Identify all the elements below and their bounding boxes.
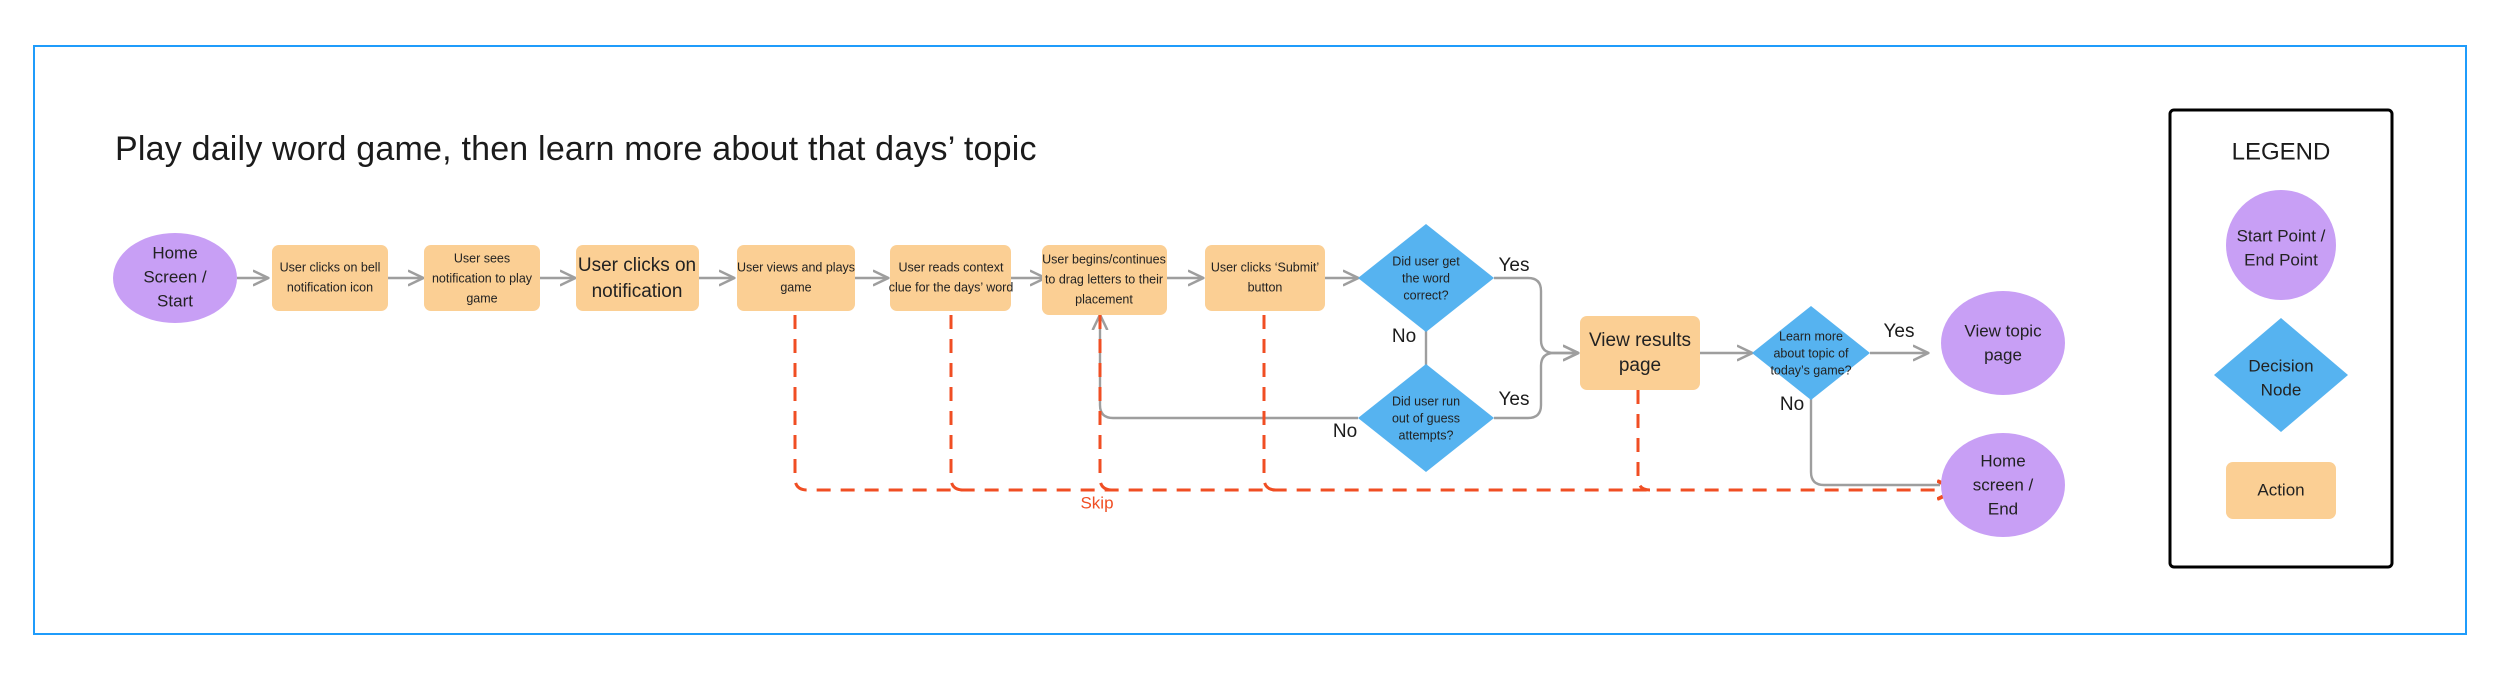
node-label-line: User views and plays [737, 260, 855, 274]
legend-terminator-swatch [2226, 190, 2336, 300]
legend-item-label-line: Node [2261, 380, 2302, 399]
legend-item-start-end-point: Start Point / End Point [2226, 190, 2336, 300]
node-label-line: game [466, 291, 497, 305]
node-label-line: End [1988, 499, 2018, 518]
edge-d2-yes-a8 [1494, 353, 1578, 420]
connector-layer [237, 276, 1940, 487]
edge-d2-no-a6 [1100, 315, 1358, 420]
node-label-line: User sees [454, 251, 510, 265]
legend-title: LEGEND [2232, 138, 2331, 165]
edge-d3-no-home [1809, 396, 1940, 487]
edge-label-skip: Skip [1080, 493, 1113, 512]
action-shape [576, 245, 699, 311]
node-label-line: Home [1980, 451, 2025, 470]
node-user-reads-context-clue[interactable]: User reads context clue for the days’ wo… [889, 245, 1014, 311]
node-label-line: Did user get [1392, 254, 1460, 268]
action-shape [890, 245, 1011, 311]
node-decision-learn-more[interactable]: Learn more about topic of today’s game? [1752, 306, 1870, 400]
terminator-shape [1941, 291, 2065, 395]
legend-item-action: Action [2226, 462, 2336, 519]
edge-skip-a8-home [1636, 390, 1651, 492]
node-label-line: View results [1589, 330, 1691, 351]
node-view-topic-page[interactable]: View topic page [1941, 291, 2065, 395]
node-label-line: clue for the days’ word [889, 280, 1014, 294]
legend-item-decision-node: Decision Node [2214, 318, 2348, 432]
page-title: Play daily word game, then learn more ab… [115, 130, 1037, 168]
node-label-line: Start [157, 291, 193, 310]
action-shape [424, 245, 540, 311]
node-view-results-page[interactable]: View results page [1580, 316, 1700, 390]
node-home-screen-start[interactable]: Home Screen / Start [113, 233, 237, 323]
node-label-line: out of guess [1392, 411, 1460, 425]
node-label-line: User clicks on bell [280, 260, 381, 274]
edge-label-d2-yes: Yes [1499, 389, 1530, 410]
node-user-clicks-bell-icon[interactable]: User clicks on bell notification icon [272, 245, 388, 311]
action-shape [272, 245, 388, 311]
action-shape [737, 245, 855, 311]
edge-label-layer: Yes No Yes No Yes No [1333, 255, 1915, 442]
node-user-clicks-notification[interactable]: User clicks on notification [576, 245, 699, 311]
edge-skip-a4-home [793, 315, 1956, 490]
edge-label-d3-no: No [1780, 394, 1804, 415]
node-label-line: User reads context [899, 260, 1004, 274]
legend-decision-swatch [2214, 318, 2348, 432]
legend-item-label-line: End Point [2244, 250, 2318, 269]
node-label-line: notification icon [287, 280, 373, 294]
node-label-line: attempts? [1399, 428, 1454, 442]
node-label-line: User clicks on [578, 255, 696, 276]
node-label-line: Did user run [1392, 394, 1460, 408]
node-user-drags-letters[interactable]: User begins/continues to drag letters to… [1042, 245, 1167, 315]
decision-shape [1358, 224, 1494, 332]
node-user-views-plays-game[interactable]: User views and plays game [737, 245, 855, 311]
node-label-line: notification [592, 281, 683, 302]
node-decision-word-correct[interactable]: Did user get the word correct? [1358, 224, 1494, 332]
edge-d1-yes-a8 [1494, 276, 1578, 353]
action-shape [1205, 245, 1325, 311]
decision-shape [1752, 306, 1870, 400]
edge-skip-a5-home [949, 315, 964, 492]
node-decision-out-of-attempts[interactable]: Did user run out of guess attempts? [1358, 364, 1494, 472]
action-shape [1580, 316, 1700, 390]
terminator-shape [113, 233, 237, 323]
node-label-line: about topic of [1773, 346, 1849, 360]
node-label-line: placement [1075, 292, 1133, 306]
node-label-line: screen / [1973, 475, 2034, 494]
node-label-line: page [1984, 345, 2022, 364]
legend-item-label-line: Start Point / [2237, 226, 2326, 245]
node-label-line: View topic [1964, 321, 2042, 340]
edge-label-d1-no: No [1392, 326, 1416, 347]
skip-path-layer: Skip [793, 315, 1956, 512]
node-label-line: Screen / [143, 267, 207, 286]
legend-panel: LEGEND Start Point / End Point Decision … [2168, 108, 2394, 569]
legend-action-swatch [2226, 462, 2336, 519]
decision-shape [1358, 364, 1494, 472]
legend-item-label-line: Decision [2248, 356, 2313, 375]
node-label-line: the word [1402, 271, 1450, 285]
terminator-shape [1941, 433, 2065, 537]
node-label-line: Learn more [1779, 329, 1843, 343]
node-user-clicks-submit[interactable]: User clicks ‘Submit’ button [1205, 245, 1325, 311]
node-label-line: User begins/continues [1042, 252, 1166, 266]
edge-label-d1-yes: Yes [1499, 255, 1530, 276]
node-label-line: to drag letters to their [1045, 272, 1163, 286]
node-label-line: notification to play [432, 271, 533, 285]
edge-label-d2-no: No [1333, 421, 1357, 442]
node-label-line: page [1619, 355, 1661, 376]
node-label-line: Home [152, 243, 197, 262]
edge-label-d3-yes: Yes [1884, 321, 1915, 342]
node-label-line: today’s game? [1770, 363, 1851, 377]
edge-skip-a6-home [1098, 315, 1113, 492]
legend-item-label-line: Action [2257, 480, 2304, 499]
action-shape [1042, 245, 1167, 315]
node-user-sees-notification[interactable]: User sees notification to play game [424, 245, 540, 311]
edge-skip-a7-home [1262, 315, 1277, 492]
node-label-line: User clicks ‘Submit’ [1211, 260, 1319, 274]
node-home-screen-end[interactable]: Home screen / End [1941, 433, 2065, 537]
node-label-line: correct? [1403, 288, 1448, 302]
node-label-line: game [780, 280, 811, 294]
node-label-line: button [1248, 280, 1283, 294]
